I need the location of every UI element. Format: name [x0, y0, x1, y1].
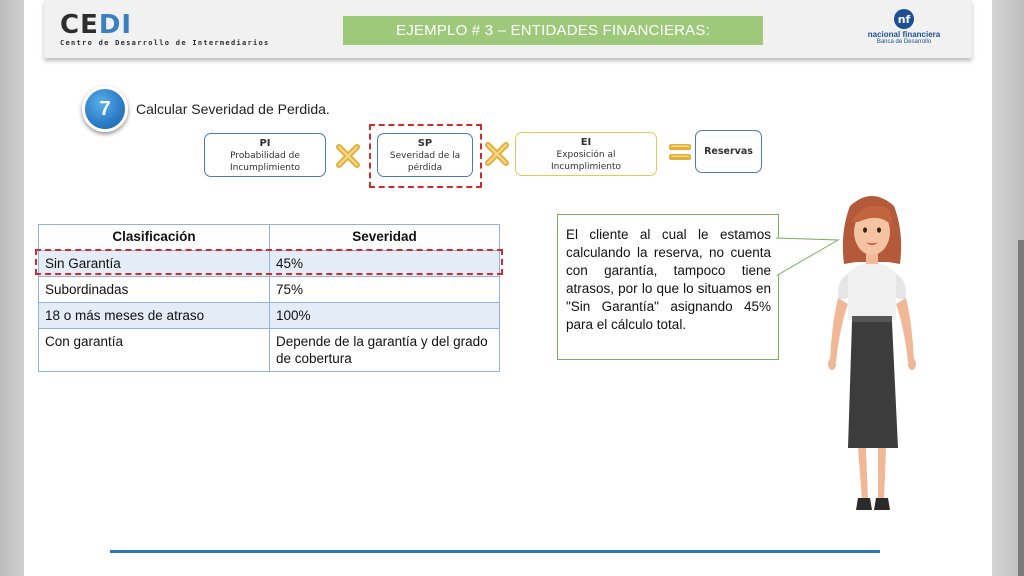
- table-cell: Con garantía: [38, 328, 270, 372]
- cedi-logo-subtitle: Centro de Desarrollo de Intermediarios: [60, 39, 270, 47]
- nafin-emblem-icon: nf: [894, 9, 914, 29]
- formula-result-label: Reservas: [704, 146, 753, 157]
- formula-ei-desc-line2: Incumplimiento: [550, 161, 622, 172]
- table-header-row: Clasificación Severidad: [38, 224, 500, 251]
- page-title: EJEMPLO # 3 – ENTIDADES FINANCIERAS:: [343, 16, 763, 45]
- table-cell: 75%: [269, 276, 500, 303]
- severity-table: Clasificación Severidad Sin Garantía 45%…: [38, 224, 500, 372]
- nafin-name: nacional financiera: [867, 30, 941, 39]
- formula-sp-desc-line1: Severidad de la: [389, 150, 461, 161]
- slide-edge-shadow: [1018, 240, 1024, 576]
- formula-ei-title: EI: [580, 136, 592, 148]
- table-row: Sin Garantía 45%: [38, 250, 500, 277]
- step-number-badge: 7: [82, 86, 128, 132]
- table-cell: 45%: [269, 250, 500, 277]
- footer-divider: [110, 550, 880, 553]
- formula-sp-desc-line2: pérdida: [407, 162, 443, 173]
- callout-pointer: [776, 237, 840, 277]
- step-instruction: Calcular Severidad de Perdida.: [136, 101, 330, 117]
- multiply-icon: [336, 144, 360, 168]
- table-cell: Subordinadas: [38, 276, 270, 303]
- formula-sp-box: SP Severidad de la pérdida: [377, 133, 473, 177]
- cedi-logo-di: DI: [98, 10, 133, 40]
- cedi-logo-ce: CE: [60, 10, 99, 40]
- table-header-clasificacion: Clasificación: [38, 224, 270, 251]
- formula-result-box: Reservas: [695, 130, 762, 173]
- multiply-icon: [485, 142, 509, 166]
- formula-pi-desc-line2: Incumplimiento: [229, 162, 301, 173]
- presenter-woman-illustration: [828, 196, 916, 510]
- formula-pi-box: PI Probabilidad de Incumplimiento: [204, 133, 326, 177]
- table-header-severidad: Severidad: [269, 224, 500, 251]
- cedi-logo: CEDI Centro de Desarrollo de Intermediar…: [60, 12, 270, 47]
- nafin-subtitle: Banca de Desarrollo: [876, 39, 932, 45]
- speech-callout: El cliente al cual le estamos calculando…: [557, 214, 779, 360]
- table-cell: 100%: [269, 302, 500, 329]
- nafin-logo: nf nacional financiera Banca de Desarrol…: [856, 8, 952, 46]
- formula-ei-desc-line1: Exposición al: [556, 149, 616, 160]
- formula-pi-desc-line1: Probabilidad de: [230, 150, 300, 161]
- table-row: 18 o más meses de atraso 100%: [38, 302, 500, 329]
- table-row: Con garantía Depende de la garantía y de…: [38, 328, 500, 372]
- formula-ei-box: EI Exposición al Incumplimiento: [515, 132, 657, 176]
- table-cell: Depende de la garantía y del grado de co…: [269, 328, 500, 372]
- cedi-logo-wordmark: CEDI: [60, 12, 270, 38]
- formula-pi-title: PI: [259, 137, 271, 149]
- formula-sp-title: SP: [417, 137, 433, 149]
- row-highlight-frame: [35, 249, 503, 275]
- table-cell: 18 o más meses de atraso: [38, 302, 270, 329]
- sp-highlight-frame: [369, 124, 482, 188]
- table-row: Subordinadas 75%: [38, 276, 500, 303]
- table-cell: Sin Garantía: [38, 250, 270, 277]
- svg-text:nf: nf: [898, 13, 911, 26]
- equals-icon: [669, 144, 691, 160]
